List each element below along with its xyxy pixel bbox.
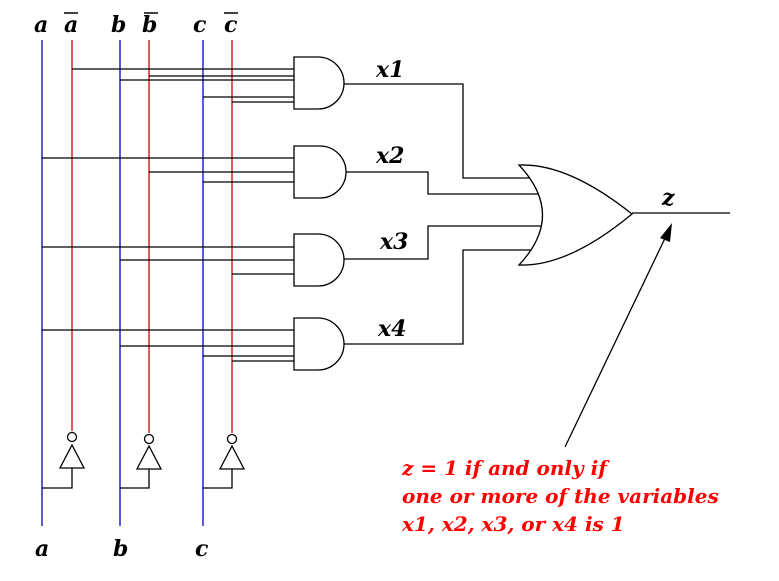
and-gate-x4 [293,317,345,371]
input-label-a-bottom: a [35,536,49,562]
annotation-arrow [564,223,672,448]
and-gate-x1 [293,56,345,110]
input-label-b-top: b [111,12,126,38]
input-label-c-bar: c [224,12,238,38]
label-x2: x2 [375,143,404,169]
input-label-a-top: a [34,12,48,38]
inverter-b [120,433,163,489]
input-label-b-bottom: b [113,536,128,562]
input-label-c-top: c [193,12,207,38]
input-label-a-bar: a [64,12,78,38]
or-gate [517,164,634,266]
label-x4: x4 [377,316,406,342]
and-x1-input-wires [72,68,294,103]
input-rails [41,40,233,526]
label-z: z [661,185,675,211]
annotation-line-3: x1, x2, x3, or x4 is 1 [401,512,625,536]
and-x3-input-wires [42,246,294,275]
label-x1: x1 [375,57,404,83]
input-label-c-bottom: c [195,536,209,562]
top-input-labels: a a b b c c [34,12,238,38]
inverter-a [42,431,86,489]
inverter-c [203,433,246,489]
annotation-line-2: one or more of the variables [402,484,719,508]
and-gate-x2 [293,145,347,199]
and-x4-input-wires [42,329,294,362]
and-x2-input-wires [42,157,294,183]
and-output-wires [344,83,548,345]
label-x3: x3 [379,229,408,255]
input-label-b-bar: b [142,12,157,38]
and-gate-x3 [293,233,345,287]
annotation-line-1: z = 1 if and only if [401,456,610,480]
